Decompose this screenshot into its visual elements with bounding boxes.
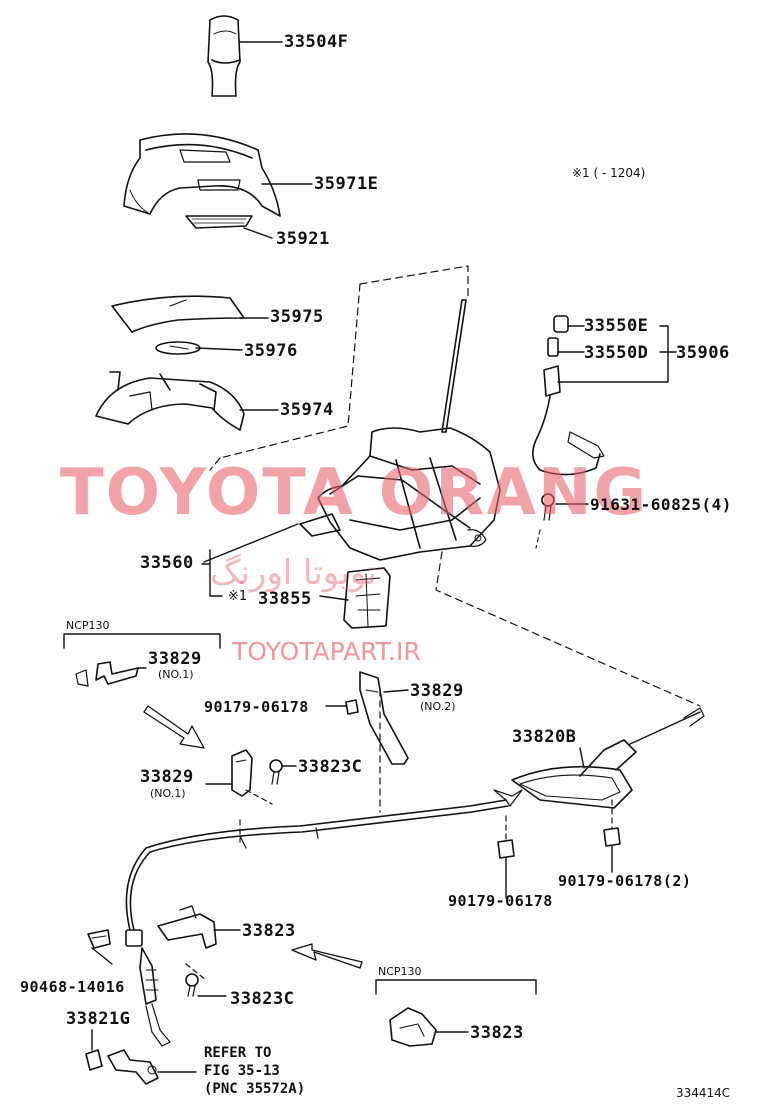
shift-lock-unit bbox=[343, 567, 391, 629]
cable-end-rod bbox=[125, 929, 171, 1047]
part-label-33550D[interactable]: 33550D bbox=[584, 343, 649, 363]
nut-90179-pair bbox=[603, 827, 621, 847]
reference-line-3: (PNC 35572A) bbox=[204, 1081, 306, 1097]
clip-guide bbox=[239, 789, 273, 843]
footnote-mark: ※1 bbox=[228, 589, 248, 604]
position-indicator-housing bbox=[123, 133, 281, 217]
production-footnote: ※1 ( - 1204) bbox=[572, 166, 646, 180]
part-label-35975[interactable]: 35975 bbox=[270, 307, 324, 327]
bolt-guide bbox=[185, 963, 207, 981]
cable-bracket-ncp130 bbox=[389, 1007, 437, 1047]
part-label-33829-top[interactable]: 33829 bbox=[148, 649, 202, 669]
transmission-lever bbox=[107, 1049, 159, 1085]
watermark-persian: تویوتا اورنگ bbox=[210, 553, 377, 593]
part-label-35971E[interactable]: 35971E bbox=[314, 174, 379, 194]
part-sub-33829-top: (NO.1) bbox=[158, 668, 194, 681]
assembly-outline bbox=[209, 265, 469, 471]
part-label-90468-14016[interactable]: 90468-14016 bbox=[20, 978, 125, 996]
group-label-ncp130-top: NCP130 bbox=[66, 619, 110, 632]
part-label-33829-mid[interactable]: 33829 bbox=[140, 767, 194, 787]
part-label-90179-lower[interactable]: 90179-06178 bbox=[448, 892, 553, 910]
cable-bracket-no2 bbox=[359, 671, 409, 765]
part-label-33820B[interactable]: 33820B bbox=[512, 727, 577, 747]
clip-90468 bbox=[87, 929, 111, 949]
part-label-90179-pair[interactable]: 90179-06178(2) bbox=[558, 872, 692, 890]
cable-connection-guide bbox=[435, 551, 701, 707]
watermark-brand: TOYOTA ORANG bbox=[60, 456, 649, 530]
part-label-33823-upper[interactable]: 33823 bbox=[242, 921, 296, 941]
indicator-plate bbox=[111, 295, 245, 333]
cable-clip-no1-top bbox=[75, 661, 139, 687]
washer-33821g bbox=[85, 1049, 103, 1071]
bolt-33823c-upper bbox=[269, 759, 283, 785]
part-label-33823C-lower[interactable]: 33823C bbox=[230, 989, 295, 1009]
cable-clip-no1-mid bbox=[231, 749, 253, 797]
reference-line-1: REFER TO bbox=[204, 1045, 272, 1061]
part-label-33550E[interactable]: 33550E bbox=[584, 316, 649, 336]
shift-lever-assembly bbox=[299, 299, 501, 561]
part-label-33821G[interactable]: 33821G bbox=[66, 1009, 131, 1029]
part-label-35976[interactable]: 35976 bbox=[244, 341, 298, 361]
part-label-35906[interactable]: 35906 bbox=[676, 343, 730, 363]
shift-lock-harness bbox=[532, 315, 605, 476]
nut-90179-upper bbox=[345, 699, 359, 715]
reference-line-2: FIG 35-13 bbox=[204, 1063, 280, 1079]
slide-plate bbox=[155, 341, 201, 355]
part-label-33823C-upper[interactable]: 33823C bbox=[298, 757, 363, 777]
part-sub-33829-no2: (NO.2) bbox=[420, 700, 456, 713]
part-label-33560[interactable]: 33560 bbox=[140, 553, 194, 573]
bolt-91631 bbox=[535, 493, 555, 549]
direction-arrow-a bbox=[143, 705, 205, 749]
direction-arrow-b bbox=[291, 943, 363, 969]
part-label-91631-60825[interactable]: 91631-60825(4) bbox=[590, 495, 732, 514]
part-sub-33829-mid: (NO.1) bbox=[150, 787, 186, 800]
part-label-33823-ncp130[interactable]: 33823 bbox=[470, 1023, 524, 1043]
part-label-33855[interactable]: 33855 bbox=[258, 589, 312, 609]
leader-lines bbox=[63, 41, 677, 1073]
shift-cable bbox=[125, 707, 705, 931]
cable-bracket-33823 bbox=[157, 905, 217, 949]
nut-90179-lower bbox=[497, 839, 515, 859]
bolt-33823c-lower bbox=[185, 973, 199, 997]
diagram-id: 334414C bbox=[676, 1086, 731, 1100]
part-label-33504F[interactable]: 33504F bbox=[284, 32, 349, 52]
part-label-35921[interactable]: 35921 bbox=[276, 229, 330, 249]
watermark-url: TOYOTAPART.IR bbox=[232, 637, 421, 666]
part-label-33829-no2[interactable]: 33829 bbox=[410, 681, 464, 701]
part-label-35974[interactable]: 35974 bbox=[280, 400, 334, 420]
indicator-housing bbox=[95, 371, 245, 431]
part-label-90179-upper[interactable]: 90179-06178 bbox=[204, 698, 309, 716]
group-label-ncp130-bottom: NCP130 bbox=[378, 965, 422, 978]
shift-knob bbox=[207, 15, 241, 97]
dust-cover bbox=[185, 215, 253, 229]
figure-reference[interactable]: REFER TO FIG 35-13 (PNC 35572A) bbox=[204, 1044, 305, 1098]
